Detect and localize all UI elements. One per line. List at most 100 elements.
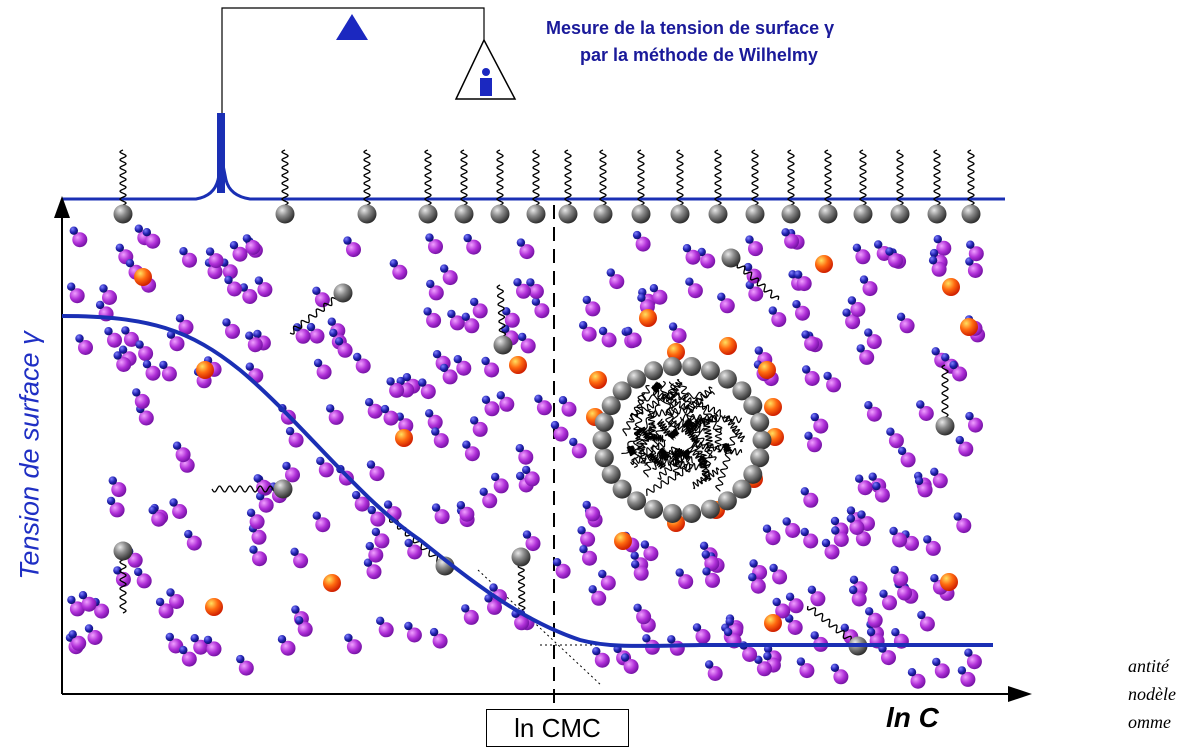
- surfactant-icon: [558, 149, 578, 224]
- counter-ion-icon: [960, 318, 978, 336]
- free-surfactant-icon: [511, 547, 531, 611]
- water-molecule-icon: [620, 653, 639, 674]
- water-molecule-icon: [702, 567, 720, 588]
- surfactant-icon: [781, 149, 801, 224]
- water-molecule-icon: [425, 233, 443, 255]
- water-molecule-icon: [343, 236, 361, 258]
- surfactant-head-icon: [612, 381, 632, 401]
- counter-ion-icon: [205, 598, 223, 616]
- water-molecule-icon: [326, 404, 344, 425]
- surfactant-head-icon: [750, 448, 770, 468]
- wilhelmy-balance: [221, 7, 517, 120]
- water-molecule-icon: [675, 568, 694, 590]
- water-molecule-icon: [113, 351, 132, 372]
- water-molecule-icon: [864, 401, 882, 422]
- surfactant-icon: [818, 149, 838, 224]
- water-molecule-icon: [810, 412, 829, 434]
- water-molecule-icon: [792, 300, 810, 321]
- title-line-2: par la méthode de Wilhelmy: [580, 45, 818, 65]
- water-molecule-icon: [668, 322, 687, 344]
- water-molecule-icon: [800, 527, 819, 549]
- counter-ion-icon: [764, 614, 782, 632]
- surfactant-icon: [454, 149, 474, 224]
- surface-tension-curve: [61, 314, 993, 648]
- water-molecule-icon: [222, 318, 240, 339]
- water-molecule-icon: [277, 635, 296, 656]
- surfactant-head-icon: [732, 479, 752, 499]
- water-molecule-icon: [930, 467, 948, 489]
- water-molecule-icon: [166, 588, 184, 609]
- wilhelmy-plate: [217, 113, 225, 193]
- water-molecule-icon: [692, 623, 711, 644]
- water-molecule-icon: [169, 498, 188, 519]
- water-molecule-icon: [917, 610, 935, 632]
- surfactant-icon: [890, 149, 910, 224]
- water-molecule-icon: [290, 547, 309, 569]
- water-molecule-icon: [99, 284, 117, 305]
- water-molecule-icon: [148, 506, 167, 527]
- surfactant-head-icon: [717, 491, 737, 511]
- water-molecule-icon: [769, 563, 788, 585]
- micelle: [592, 357, 772, 523]
- water-molecule-icon: [849, 585, 867, 607]
- water-molecule-icon: [439, 363, 458, 385]
- cmc-label-box: ln CMC: [486, 709, 629, 747]
- free-surfactant-icon: [721, 248, 780, 301]
- water-molecule-icon: [135, 340, 154, 362]
- water-molecule-icon: [864, 328, 882, 350]
- surfactant-icon: [927, 149, 947, 224]
- water-molecule-icon: [462, 440, 480, 462]
- water-molecule-icon: [334, 337, 353, 358]
- water-molecule-icon: [550, 420, 569, 442]
- free-surfactant-icon: [113, 541, 133, 614]
- water-molecule-icon: [717, 292, 735, 314]
- water-molecule-icon: [461, 312, 480, 334]
- water-molecule-icon: [579, 321, 597, 342]
- surfactant-head-icon: [717, 369, 737, 389]
- water-molecule-icon: [316, 456, 334, 478]
- water-molecule-icon: [365, 541, 384, 563]
- surfactant-head-icon: [700, 361, 720, 381]
- water-molecule-icon: [804, 431, 822, 453]
- water-molecule-icon: [440, 264, 458, 286]
- water-molecule-icon: [526, 278, 544, 299]
- counter-ion-icon: [134, 268, 152, 286]
- water-molecule-icon: [823, 371, 842, 393]
- water-molecule-icon: [842, 308, 861, 330]
- surfactant-icon: [526, 149, 546, 224]
- water-molecule-icon: [633, 603, 652, 625]
- water-molecule-icon: [518, 332, 536, 354]
- water-molecule-icon: [386, 377, 405, 398]
- water-molecule-icon: [429, 627, 448, 649]
- counter-ion-icon: [509, 356, 527, 374]
- y-axis-arrow-icon: [54, 196, 70, 218]
- water-molecule-icon: [598, 569, 616, 591]
- water-molecule-icon: [872, 481, 890, 503]
- water-molecule-icon: [577, 526, 596, 547]
- surfactant-icon: [418, 149, 438, 224]
- water-molecule-icon: [404, 621, 422, 643]
- water-molecule-icon: [955, 435, 974, 457]
- surfactant-head-icon: [743, 396, 763, 416]
- water-molecule-icon: [461, 604, 479, 625]
- surfactant-head-icon: [644, 361, 664, 381]
- counter-ion-icon: [719, 337, 737, 355]
- water-molecule-icon: [371, 527, 390, 549]
- y-axis-label: Tension de surface γ: [14, 331, 45, 580]
- water-molecule-icon: [928, 256, 947, 277]
- water-molecule-icon: [67, 282, 85, 304]
- water-molecule-icon: [748, 573, 766, 594]
- water-molecule-icon: [463, 233, 482, 255]
- water-molecule-icon: [84, 624, 103, 645]
- water-molecule-icon: [481, 356, 500, 378]
- surfactant-head-icon: [752, 430, 772, 450]
- water-molecule-icon: [745, 235, 763, 257]
- surfactant-icon: [357, 149, 377, 224]
- water-molecule-icon: [852, 243, 871, 265]
- water-molecule-icon: [847, 296, 866, 317]
- surface-surfactants: [113, 149, 981, 224]
- water-molecule-icon: [366, 460, 385, 482]
- water-molecule-icon: [859, 275, 878, 297]
